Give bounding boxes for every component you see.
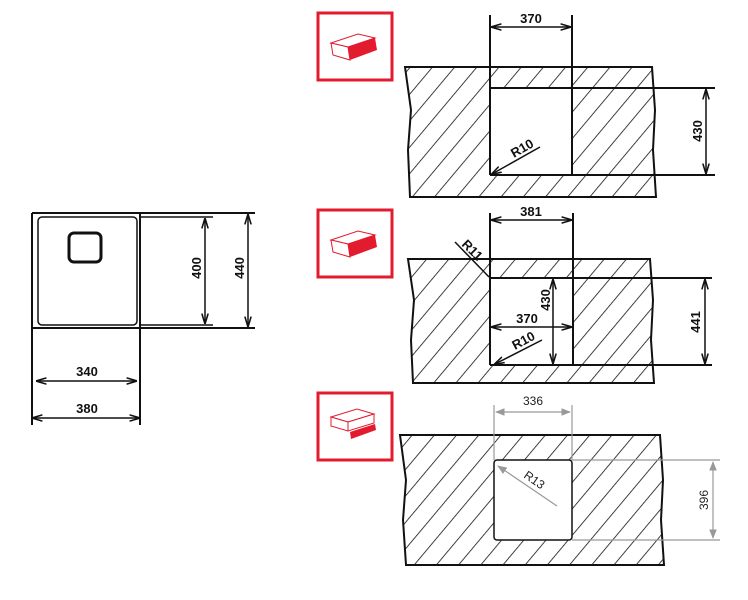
sink-bowl-outline <box>37 216 138 326</box>
undermount-icon <box>316 391 394 462</box>
dim-depth-inner: 430 <box>538 289 553 311</box>
dim-width: 370 <box>520 11 542 26</box>
flush-mount-view: 370 430 R10 <box>403 11 715 198</box>
dim-width-outer: 380 <box>76 401 98 416</box>
dim-depth-outer: 441 <box>688 311 703 333</box>
flush-mount-icon <box>316 11 394 82</box>
drain-icon <box>67 231 103 264</box>
dim-depth: 396 <box>697 490 711 510</box>
dim-width-inner: 340 <box>76 364 98 379</box>
undermount-view: 336 396 R13 <box>398 394 720 566</box>
inset-mount-view: 381 R11 430 370 R10 441 <box>406 204 712 384</box>
dim-depth: 430 <box>690 120 705 142</box>
dim-width-outer: 381 <box>520 204 542 219</box>
dim-depth-inner: 400 <box>189 257 204 279</box>
dim-width: 336 <box>523 394 543 408</box>
dim-width-inner: 370 <box>516 311 538 326</box>
inset-mount-icon <box>316 208 394 279</box>
dim-depth-outer: 440 <box>232 257 247 279</box>
sink-plan-view: 400 440 340 380 <box>31 212 255 425</box>
